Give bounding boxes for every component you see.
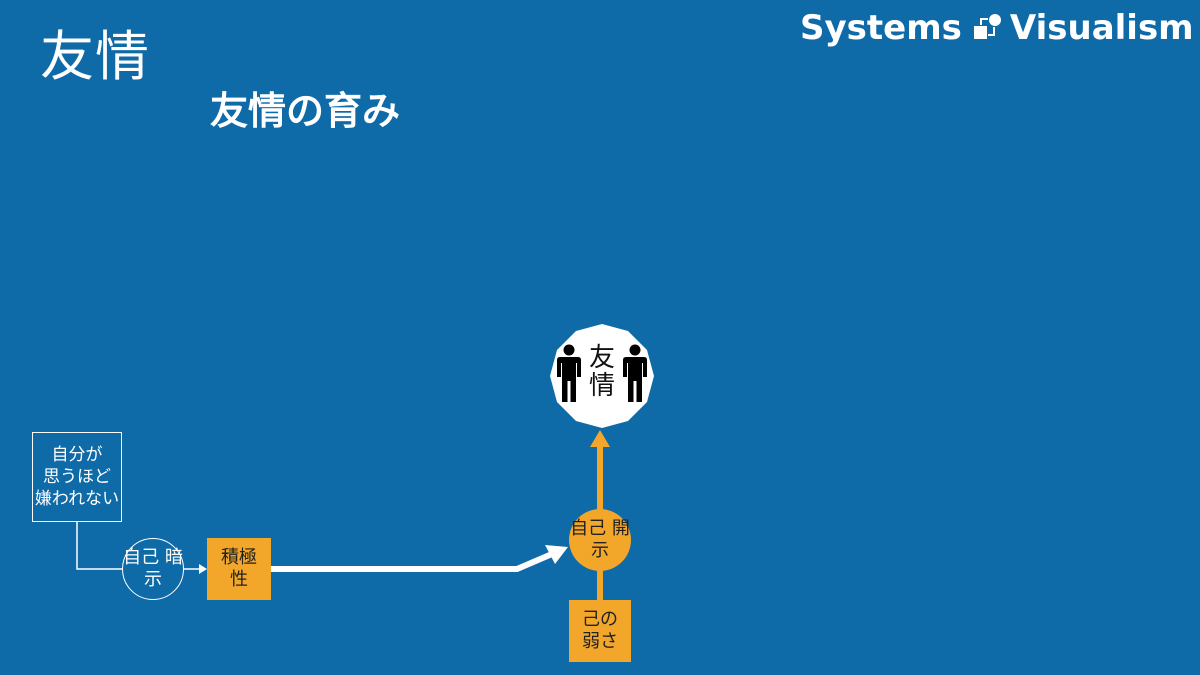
arrowhead-kaiji-to-yujo <box>590 430 610 447</box>
brand-logo: Systems Visualism <box>800 8 1194 48</box>
brand-right-text: Visualism <box>1009 8 1194 48</box>
node-sekkyokusei: 積極 性 <box>207 538 271 600</box>
node-sekkyokusei-line2: 性 <box>230 569 248 590</box>
node-onore-no-yowasa: 己の 弱さ <box>569 600 631 662</box>
node-yujo: 友 情 <box>548 322 656 430</box>
node-self-belief-line2: 思うほど <box>43 467 111 487</box>
node-self-belief-line3: 嫌われない <box>34 489 120 509</box>
arrowhead-anji-to-sekkyoku <box>199 564 207 574</box>
node-onore-no-yowasa-line1: 己の <box>582 609 618 630</box>
page-title: 友情 <box>40 25 150 88</box>
node-jiko-anji-line2: 暗示 <box>144 547 183 590</box>
connector-self-to-anji <box>76 522 122 570</box>
node-jiko-kaiji: 自己 開示 <box>569 509 631 571</box>
node-jiko-anji-line1: 自己 <box>123 547 160 568</box>
node-jiko-kaiji-line2: 開示 <box>591 518 630 561</box>
connector-sekkyoku-to-kaiji <box>271 551 554 572</box>
brand-left-text: Systems <box>800 8 962 48</box>
arrowhead-sekkyoku-to-kaiji <box>545 545 568 564</box>
node-jiko-kaiji-line1: 自己 <box>570 518 607 539</box>
node-jiko-anji: 自己 暗示 <box>122 538 184 600</box>
person-left-icon <box>557 344 581 402</box>
person-right-icon <box>623 344 647 402</box>
node-sekkyokusei-line1: 積極 <box>221 547 257 568</box>
page-subtitle: 友情の育み <box>210 89 401 133</box>
systems-visualism-logo-icon <box>973 14 1001 39</box>
node-yujo-line1: 友 <box>588 343 615 373</box>
node-self-belief: 自分が 思うほど 嫌われない <box>32 432 122 522</box>
node-self-belief-line1: 自分が <box>51 445 103 465</box>
node-yujo-line2: 情 <box>588 371 615 401</box>
node-onore-no-yowasa-line2: 弱さ <box>582 631 618 652</box>
